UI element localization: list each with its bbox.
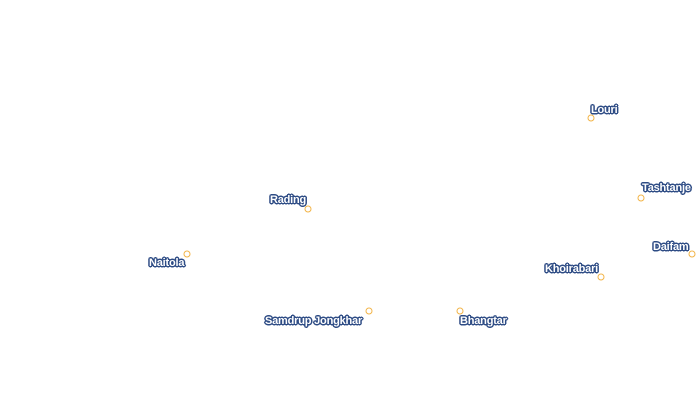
- place-label[interactable]: Daifam: [653, 241, 689, 253]
- place-marker[interactable]: [183, 250, 191, 258]
- place-marker[interactable]: [597, 273, 605, 281]
- place-marker[interactable]: [304, 205, 312, 213]
- place-label[interactable]: Louri: [591, 104, 618, 116]
- place-marker[interactable]: [456, 307, 464, 315]
- place-marker[interactable]: [587, 114, 595, 122]
- place-label[interactable]: Bhangtar: [460, 315, 507, 327]
- place-label[interactable]: Khoirabari: [545, 263, 599, 275]
- place-marker[interactable]: [688, 250, 696, 258]
- place-label[interactable]: Rading: [270, 194, 307, 206]
- place-marker[interactable]: [365, 307, 373, 315]
- place-label[interactable]: Samdrup Jongkhar: [265, 315, 363, 327]
- place-label[interactable]: Tashtanje: [642, 182, 691, 194]
- place-label[interactable]: Naitola: [149, 257, 185, 269]
- place-marker[interactable]: [637, 194, 645, 202]
